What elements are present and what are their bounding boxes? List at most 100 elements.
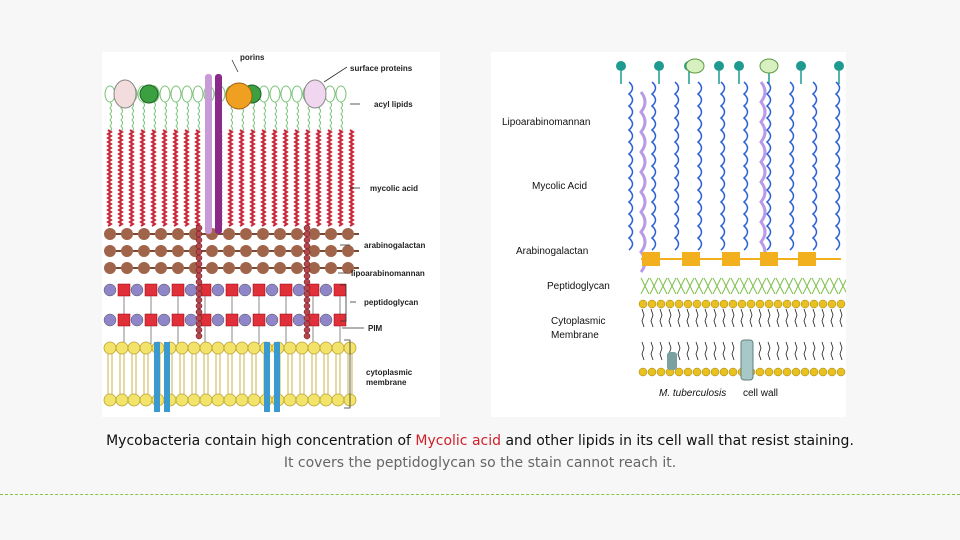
membrane-tail-r — [650, 341, 654, 361]
membrane-protein-r — [667, 352, 677, 370]
arabinogalactan-sugar — [138, 245, 150, 257]
mycolic-acid-chain — [139, 129, 146, 227]
arabinogalactan-sugar — [325, 228, 337, 240]
mycolic-acid-chain — [293, 129, 300, 227]
mycolic-acid-chain — [227, 129, 234, 227]
membrane-head-bottom — [235, 393, 249, 407]
arabinogalactan-block — [760, 252, 778, 266]
mycolic-acid-chain — [249, 129, 256, 227]
peptidoglycan-nam — [333, 313, 347, 327]
lam-bead — [195, 230, 203, 238]
arabinogalactan-sugar — [172, 245, 184, 257]
surface-protein — [113, 79, 137, 109]
peptidoglycan-nam — [252, 283, 266, 297]
acyl-lipid-tail — [318, 101, 321, 133]
membrane-head-top — [199, 341, 213, 355]
acyl-lipid-head — [170, 85, 182, 103]
orange-protein — [225, 82, 253, 110]
right-diagram-illustration — [616, 58, 846, 381]
acyl-lipid-tail — [153, 101, 156, 133]
membrane-head-bottom — [319, 393, 333, 407]
peptidoglycan-nag — [238, 283, 252, 297]
membrane-head-bottom — [187, 393, 201, 407]
lam-head — [654, 61, 664, 71]
peptidoglycan-nag — [103, 283, 117, 297]
acyl-lipid-tail — [230, 101, 233, 133]
acyl-lipid-tail — [186, 101, 189, 133]
arabinogalactan-block — [722, 252, 740, 266]
membrane-head-top-r — [782, 299, 792, 309]
lam-bead — [195, 236, 203, 244]
surface-protein-r — [759, 58, 779, 74]
label-surface-proteins: surface proteins — [350, 64, 413, 73]
membrane-head-top — [295, 341, 309, 355]
membrane-tail-r — [749, 308, 753, 328]
peptidoglycan-nag — [157, 313, 171, 327]
membrane-head-top-r — [701, 299, 711, 309]
right-cell-wall-diagram: Lipoarabinomannan Mycolic Acid Arabinoga… — [491, 52, 846, 417]
peptidoglycan-mesh — [766, 277, 776, 295]
mycolic-acid-chain — [128, 129, 135, 227]
acyl-lipid-tail — [175, 101, 178, 133]
label-cytoplasmic-r: Cytoplasmic — [551, 316, 606, 327]
lam-bead — [195, 242, 203, 250]
mycolic-acid-chain — [315, 129, 322, 227]
lam-head — [834, 61, 844, 71]
mycolic-acid-chain-r — [696, 81, 703, 251]
label-leader-line — [231, 59, 239, 73]
membrane-tail-r — [812, 341, 816, 361]
arabinogalactan-sugar — [155, 262, 167, 274]
mycolic-acid-chain-r — [719, 81, 726, 251]
mycolic-acid-chain — [337, 129, 344, 227]
porin-right — [215, 74, 222, 234]
membrane-head-bottom-r — [683, 367, 693, 377]
membrane-head-top-r — [800, 299, 810, 309]
peptidoglycan-nag — [184, 283, 198, 297]
mycolic-acid-chain — [194, 129, 201, 227]
mycolic-acid-chain — [304, 129, 311, 227]
acyl-lipid-head — [181, 85, 193, 103]
membrane-tail-r — [695, 341, 699, 361]
lipoarabinomannan-strand — [759, 81, 767, 263]
lam-bead — [195, 320, 203, 328]
peptidoglycan-nag — [184, 313, 198, 327]
membrane-tail-r — [731, 308, 735, 328]
mycolic-acid-chain — [172, 129, 179, 227]
peptidoglycan-nag — [211, 283, 225, 297]
arabinogalactan-sugar — [138, 228, 150, 240]
mycolic-acid-chain — [238, 129, 245, 227]
label-peptidoglycan-r: Peptidoglycan — [547, 281, 610, 292]
arabinogalactan-sugar — [342, 228, 354, 240]
membrane-tail-r — [803, 341, 807, 361]
membrane-head-top — [187, 341, 201, 355]
acyl-lipid-head — [280, 85, 292, 103]
membrane-tail-r — [794, 341, 798, 361]
membrane-tail-r — [731, 341, 735, 361]
membrane-bracket — [344, 339, 351, 409]
membrane-head-bottom-r — [674, 367, 684, 377]
membrane-tail-r — [785, 341, 789, 361]
membrane-tail-r — [812, 308, 816, 328]
membrane-head-bottom — [247, 393, 261, 407]
mycolic-acid-chain-r — [627, 81, 634, 251]
caption-part1: Mycobacteria contain high concentration … — [106, 433, 416, 449]
peptidoglycan-nam — [333, 283, 347, 297]
label-mycolic-acid-r: Mycolic Acid — [532, 181, 588, 192]
membrane-tail-r — [785, 308, 789, 328]
mycolic-acid-chain — [150, 129, 157, 227]
peptidoglycan-nam — [144, 313, 158, 327]
mycolic-acid-chain — [282, 129, 289, 227]
lam-head — [616, 61, 626, 71]
membrane-head-bottom — [283, 393, 297, 407]
peptidoglycan-mesh — [649, 277, 659, 295]
membrane-head-bottom-r — [764, 367, 774, 377]
arabinogalactan-sugar — [308, 262, 320, 274]
label-mycolic-acid: mycolic acid — [370, 184, 419, 193]
membrane-head-bottom — [295, 393, 309, 407]
peptidoglycan-nag — [319, 313, 333, 327]
lipoarabinomannan-strand — [639, 91, 647, 273]
arabinogalactan-sugar — [223, 245, 235, 257]
arabinogalactan-sugar — [223, 262, 235, 274]
membrane-head-top-r — [827, 299, 837, 309]
membrane-tail-r — [659, 308, 663, 328]
